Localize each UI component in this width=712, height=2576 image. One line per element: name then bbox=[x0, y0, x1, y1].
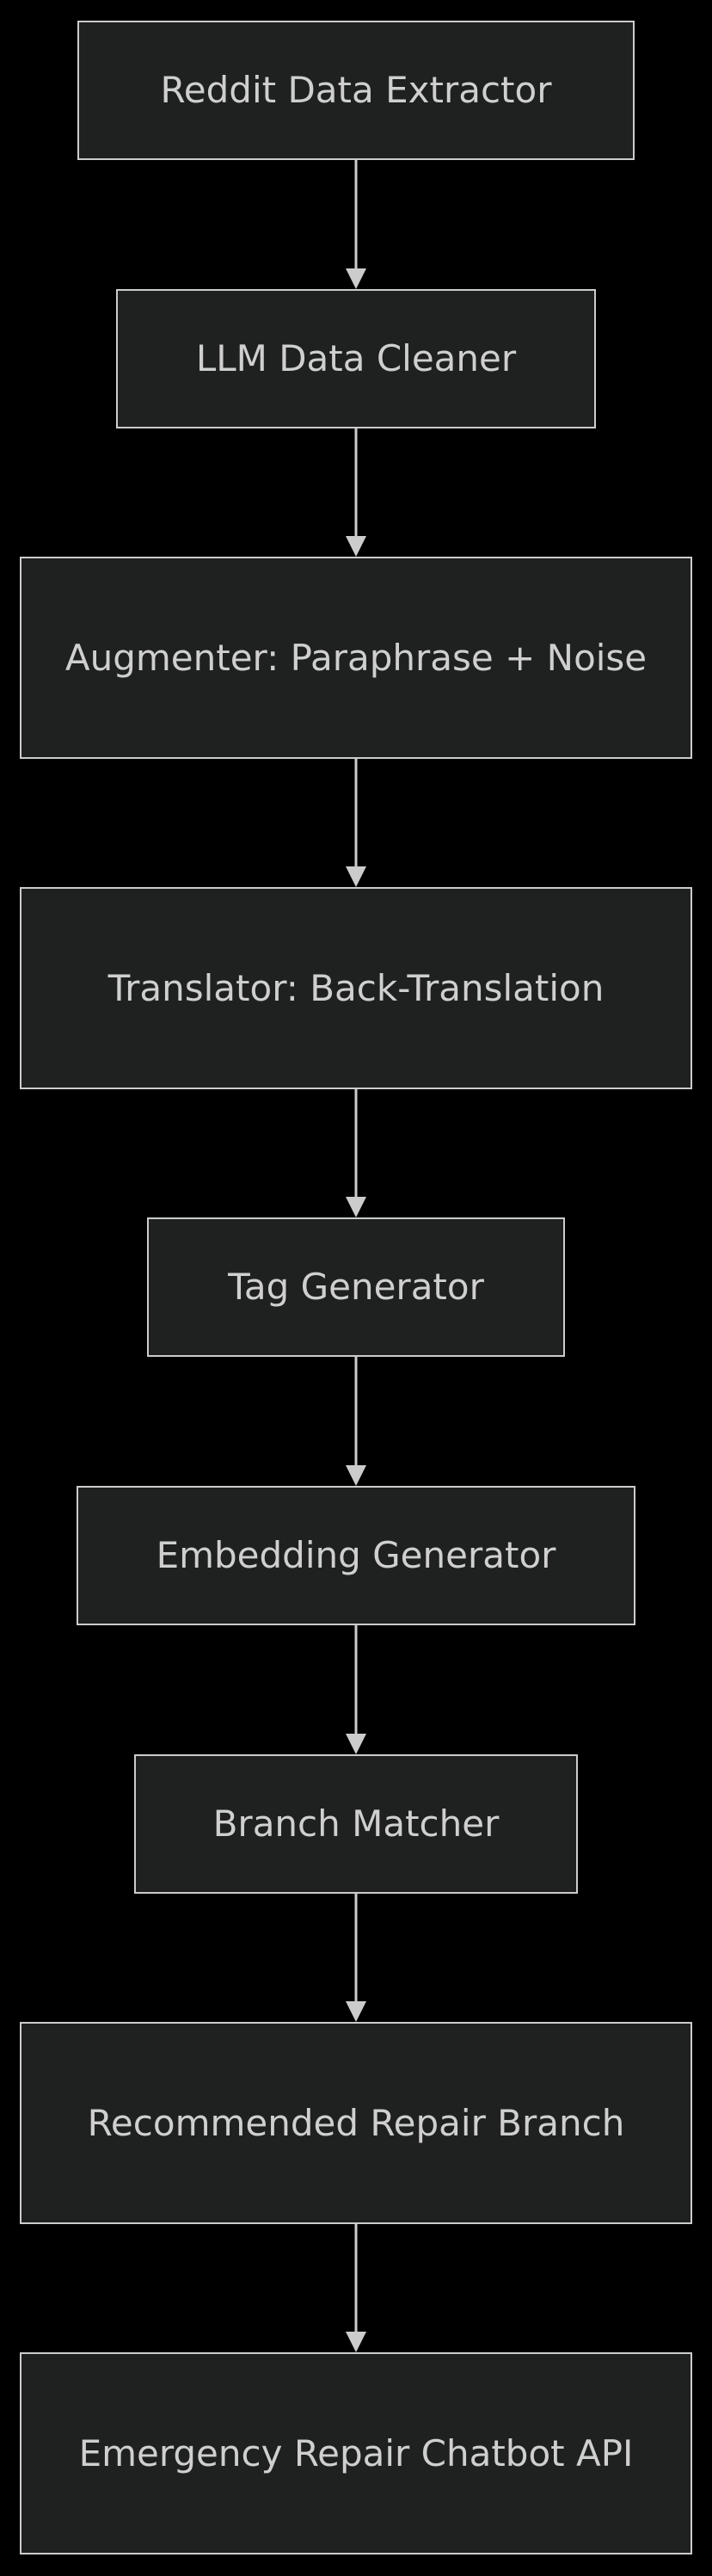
edge-llm-data-cleaner-to-augmenter bbox=[346, 428, 366, 557]
arrowhead-icon bbox=[346, 2332, 366, 2352]
edge-reddit-data-extractor-to-llm-data-cleaner bbox=[346, 160, 366, 289]
arrowhead-icon bbox=[346, 536, 366, 557]
node-reddit-data-extractor: Reddit Data Extractor bbox=[77, 21, 635, 160]
node-label: Reddit Data Extractor bbox=[160, 69, 552, 111]
edge-embedding-generator-to-branch-matcher bbox=[346, 1625, 366, 1754]
node-label: LLM Data Cleaner bbox=[195, 337, 517, 379]
node-label: Tag Generator bbox=[228, 1266, 484, 1308]
node-augmenter: Augmenter: Paraphrase + Noise bbox=[20, 557, 692, 759]
node-recommended-repair-branch: Recommended Repair Branch bbox=[20, 2022, 692, 2224]
edge-augmenter-to-translator bbox=[346, 759, 366, 887]
node-emergency-repair-chatbot-api: Emergency Repair Chatbot API bbox=[20, 2352, 692, 2554]
node-label: Emergency Repair Chatbot API bbox=[78, 2431, 634, 2474]
arrowhead-icon bbox=[346, 268, 366, 289]
arrowhead-icon bbox=[346, 1734, 366, 1754]
edge-branch-matcher-to-recommended-repair-branch bbox=[346, 1894, 366, 2022]
node-label: Embedding Generator bbox=[156, 1534, 556, 1576]
node-branch-matcher: Branch Matcher bbox=[134, 1754, 578, 1894]
node-tag-generator: Tag Generator bbox=[147, 1217, 565, 1357]
node-label: Augmenter: Paraphrase + Noise bbox=[64, 636, 648, 679]
arrowhead-icon bbox=[346, 1197, 366, 1217]
node-embedding-generator: Embedding Generator bbox=[77, 1486, 635, 1625]
node-llm-data-cleaner: LLM Data Cleaner bbox=[116, 289, 596, 428]
arrowhead-icon bbox=[346, 866, 366, 887]
edges-group bbox=[346, 160, 366, 2352]
arrowhead-icon bbox=[346, 1465, 366, 1486]
edge-translator-to-tag-generator bbox=[346, 1089, 366, 1217]
edge-recommended-repair-branch-to-emergency-repair-chatbot-api bbox=[346, 2224, 366, 2352]
arrowhead-icon bbox=[346, 2001, 366, 2022]
node-label: Recommended Repair Branch bbox=[87, 2101, 625, 2144]
node-translator: Translator: Back-Translation bbox=[20, 887, 692, 1089]
node-label: Translator: Back-Translation bbox=[107, 966, 605, 1009]
node-label: Branch Matcher bbox=[212, 1803, 500, 1845]
edge-tag-generator-to-embedding-generator bbox=[346, 1357, 366, 1486]
